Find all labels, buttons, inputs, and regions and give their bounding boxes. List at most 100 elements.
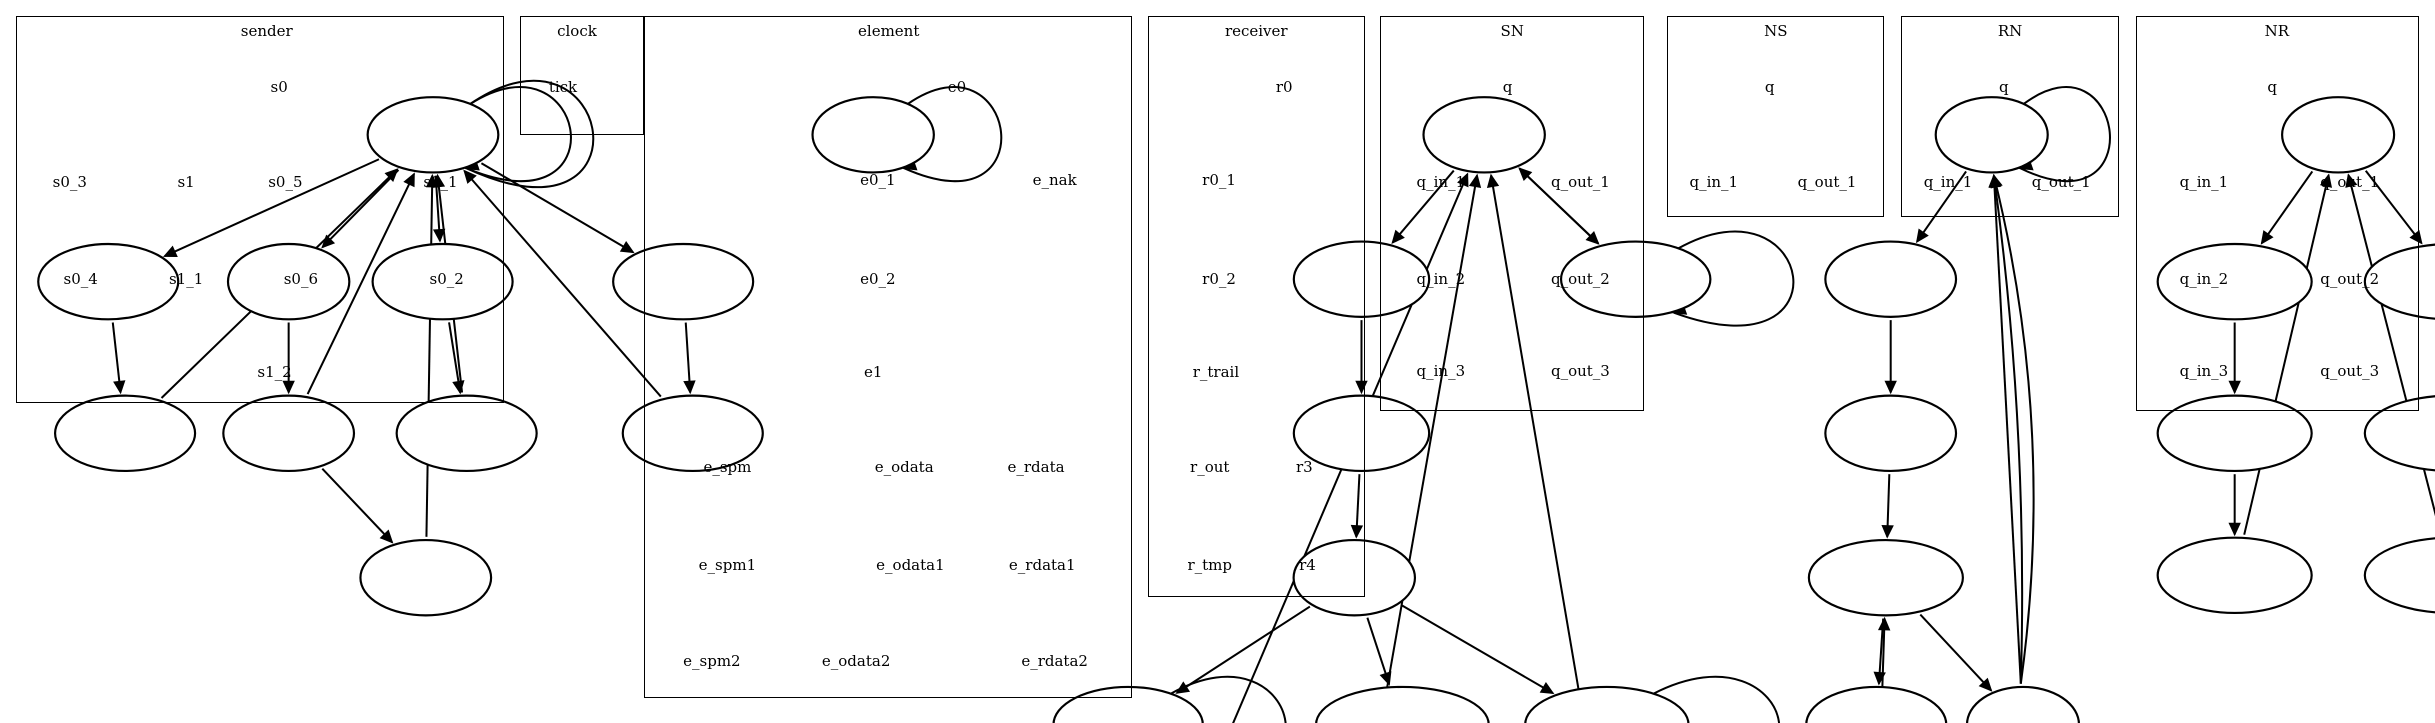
node-label-NS-q_in_1: q_in_1	[1689, 172, 1739, 191]
node-receiver-r0_1[interactable]	[1824, 240, 1958, 318]
node-label-RN-q: q	[1999, 77, 2009, 96]
node-label-NR-q_out_2: q_out_2	[2320, 270, 2380, 289]
edge-arrowhead	[1877, 616, 1891, 631]
node-label-element-e_spm1: e_spm1	[698, 555, 757, 574]
node-label-receiver-r_tmp: r_tmp	[1187, 555, 1232, 574]
node-label-element-e0_2: e0_2	[860, 270, 896, 289]
node-label-receiver-r_trail: r_trail	[1192, 363, 1240, 382]
node-label-NR-q_in_1: q_in_1	[2179, 172, 2229, 191]
node-label-NR-q_in_2: q_in_2	[2179, 270, 2229, 289]
node-receiver-r_out[interactable]	[1805, 685, 1948, 723]
edge-e1-e_rdata	[1400, 604, 1554, 695]
edge-e_spm-self	[1170, 675, 1287, 723]
edge-arrowhead	[1873, 671, 1886, 686]
node-label-receiver-r0_2: r0_2	[1202, 270, 1236, 289]
node-label-receiver-r0_1: r0_1	[1202, 170, 1236, 189]
node-sender-s0_4[interactable]	[53, 394, 197, 473]
node-label-element-e_rdata2: e_rdata2	[1021, 651, 1088, 670]
cluster-label-RN: RN	[1997, 21, 2023, 40]
node-label-sender-s1_2: s1_2	[257, 363, 292, 382]
node-label-sender-s0: s0	[270, 77, 288, 96]
node-label-element-e_odata2: e_odata2	[821, 651, 891, 670]
node-SN-q_in_3[interactable]	[2156, 536, 2313, 615]
edge-r_tmp-r_trail	[1880, 618, 1886, 723]
cluster-box-SN	[1380, 15, 1644, 412]
node-label-SN-q: q	[1502, 77, 1513, 96]
edge-arrowhead	[379, 529, 394, 544]
edge-r_trail-r_out	[1877, 618, 1885, 684]
node-label-element-e_nak: e_nak	[1032, 170, 1077, 189]
node-receiver-r3[interactable]	[1965, 685, 2081, 723]
edge-r3-r0	[1992, 175, 2022, 684]
node-receiver-r0_2[interactable]	[1824, 394, 1958, 473]
cluster-box-sender	[15, 15, 505, 404]
edge-arrowhead	[1672, 303, 1688, 315]
edge-r_trail-r3	[1919, 613, 1992, 692]
node-label-element-e_rdata1: e_rdata1	[1008, 555, 1076, 574]
node-label-sender-s0_1: s0_1	[423, 172, 458, 191]
node-label-sender-s1: s1	[177, 172, 195, 191]
node-label-element-e_spm2: e_spm2	[683, 651, 741, 670]
node-label-sender-s0_6: s0_6	[283, 270, 319, 289]
node-sender-s1_1[interactable]	[222, 394, 356, 473]
cluster-box-RN	[1901, 15, 2119, 218]
cluster-label-sender: sender	[240, 21, 293, 40]
node-label-clock-tick: tick	[548, 77, 578, 96]
cluster-label-NS: NS	[1764, 21, 1788, 40]
edge-e1-e_odata	[1366, 617, 1391, 685]
cluster-box-receiver	[1147, 15, 1365, 598]
node-element-e_odata[interactable]	[1315, 685, 1490, 723]
node-label-SN-q_out_3: q_out_3	[1550, 361, 1610, 380]
node-label-RN-q_out_1: q_out_1	[2031, 172, 2091, 191]
node-label-sender-s0_3: s0_3	[52, 172, 87, 191]
node-label-SN-q_out_1: q_out_1	[1550, 172, 1610, 191]
node-label-SN-q_in_1: q_in_1	[1416, 172, 1466, 191]
node-element-e_rdata[interactable]	[1524, 685, 1690, 723]
node-sender-s1_2[interactable]	[359, 538, 493, 617]
edge-s1_1-s1_2	[321, 468, 393, 543]
node-label-element-e_odata: e_odata	[874, 458, 934, 476]
edge-e_nak-self	[1673, 230, 1795, 327]
node-label-NS-q: q	[1764, 77, 1775, 96]
cluster-box-element	[643, 15, 1133, 699]
node-label-sender-s0_5: s0_5	[268, 172, 303, 191]
edge-e1-e_spm	[1176, 605, 1311, 694]
node-label-NR-q_out_3: q_out_3	[2320, 361, 2380, 380]
node-label-receiver-r3: r3	[1295, 458, 1313, 476]
node-label-SN-q_out_2: q_out_2	[1550, 270, 1610, 289]
node-label-NR-q_out_1: q_out_1	[2320, 172, 2380, 191]
edge-arrowhead	[1884, 380, 1897, 395]
edge-arrowhead	[2228, 522, 2241, 537]
edge-r3-r0	[1992, 175, 2035, 684]
edge-arrowhead	[1539, 681, 1555, 695]
cluster-label-SN: SN	[1500, 21, 1524, 40]
edge-e_rdata-self	[1652, 675, 1780, 723]
node-label-SN-q_in_3: q_in_3	[1416, 361, 1466, 380]
node-label-NR-q_in_3: q_in_3	[2179, 361, 2229, 380]
node-label-element-e0_1: e0_1	[860, 170, 896, 189]
cluster-label-NR: NR	[2264, 21, 2290, 40]
node-SN-q_out_3[interactable]	[2363, 537, 2435, 614]
cluster-label-element: element	[858, 21, 920, 40]
node-receiver-r_trail[interactable]	[1807, 538, 1964, 617]
cluster-box-clock	[519, 15, 644, 135]
edge-arrowhead	[1978, 677, 1993, 692]
cluster-label-clock: clock	[557, 21, 597, 40]
edge-r3-r0	[1992, 175, 2024, 684]
node-label-NS-q_out_1: q_out_1	[1797, 172, 1857, 191]
node-label-receiver-r_out: r_out	[1190, 458, 1230, 476]
node-sender-s0_6[interactable]	[395, 394, 538, 473]
edge-arrowhead	[1175, 681, 1191, 694]
edge-r0_2-r_trail	[1886, 474, 1891, 537]
node-label-receiver-r4: r4	[1299, 555, 1316, 574]
node-label-element-e_rdata: e_rdata	[1007, 458, 1065, 476]
edge-arrowhead	[1379, 671, 1392, 686]
node-label-sender-s0_2: s0_2	[429, 270, 464, 289]
node-label-element-e_odata1: e_odata1	[876, 555, 945, 574]
node-label-element-e0: e0	[947, 77, 967, 96]
node-label-sender-s1_1: s1_1	[168, 270, 204, 289]
edge-arrowhead	[1915, 228, 1929, 244]
node-label-SN-q_in_2: q_in_2	[1416, 270, 1466, 289]
cluster-box-NS	[1667, 15, 1885, 218]
